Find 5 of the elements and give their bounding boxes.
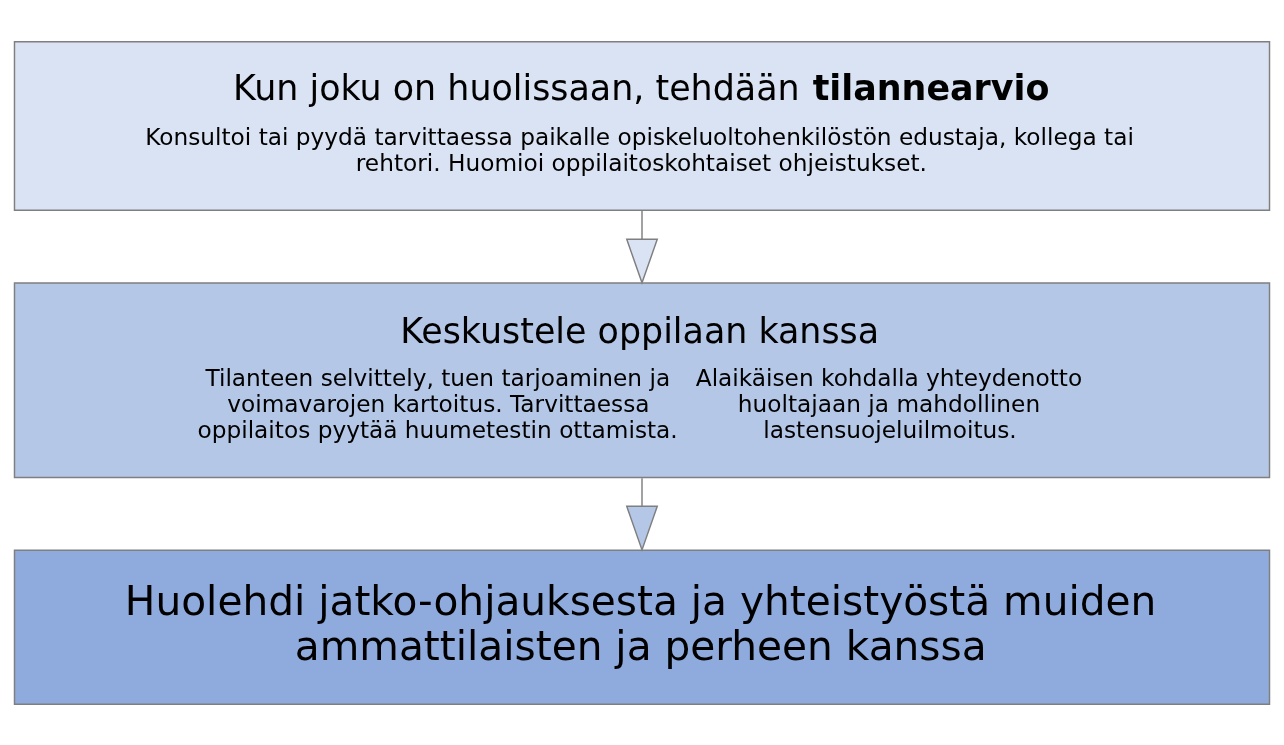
node-box: Kun joku on huolissaan, tehdään tilannearvio Konsultoi tai pyydä tarvittaessa paikalle opiskeluoltohenkilöstön edustaja, kollega tai rehtori. Huomioi oppilaitoskohtaiset ohjeistukset. — [13, 40, 1271, 211]
arrow — [625, 209, 659, 285]
node-box: Keskustele oppilaan kanssa Tilanteen selvittely, tuen tarjoaminen ja voimavarojen kartoitus. Tarvittaessa oppilaitos pyytää huumetestin ottamista. Alaikäisen kohdalla yhteydenotto huoltajaan ja mahdollinen lastensuojeluilmoitus. — [13, 281, 1271, 478]
arrow — [625, 476, 659, 552]
node-box: Huolehdi jatko-ohjauksesta ja yhteistyöstä muiden ammattilaisten ja perheen kanssa — [13, 549, 1271, 705]
